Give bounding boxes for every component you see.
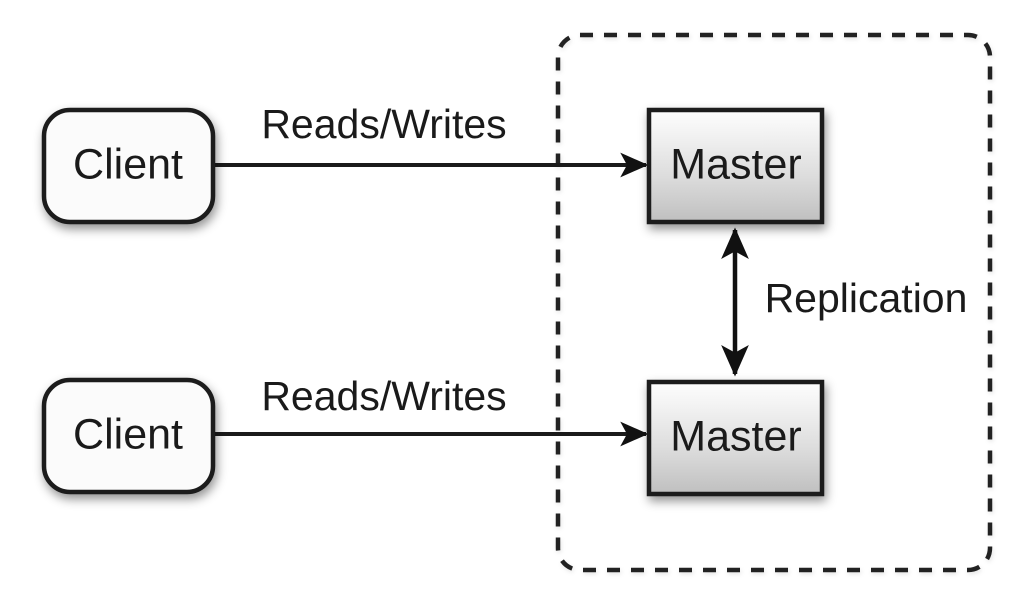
node-master-bottom[interactable]: Master [646,379,825,497]
replication-cluster-boundary [555,32,993,573]
master-bottom-box[interactable] [646,379,825,497]
node-client-bottom[interactable]: Client [41,377,216,495]
edge-label-reads-writes-top: Reads/Writes [261,101,506,147]
client-top-label: Client [73,140,183,188]
client-top-box[interactable] [41,107,216,225]
master-bottom-label: Master [670,412,801,460]
edge-label-reads-writes-bottom: Reads/Writes [261,373,506,419]
client-bottom-label: Client [73,410,183,458]
edge-label-replication: Replication [765,275,968,321]
node-master-top[interactable]: Master [646,107,825,225]
client-bottom-box[interactable] [41,377,216,495]
master-top-label: Master [670,140,801,188]
cluster-dashed-rect [555,32,993,573]
node-client-top[interactable]: Client [41,107,216,225]
master-top-box[interactable] [646,107,825,225]
